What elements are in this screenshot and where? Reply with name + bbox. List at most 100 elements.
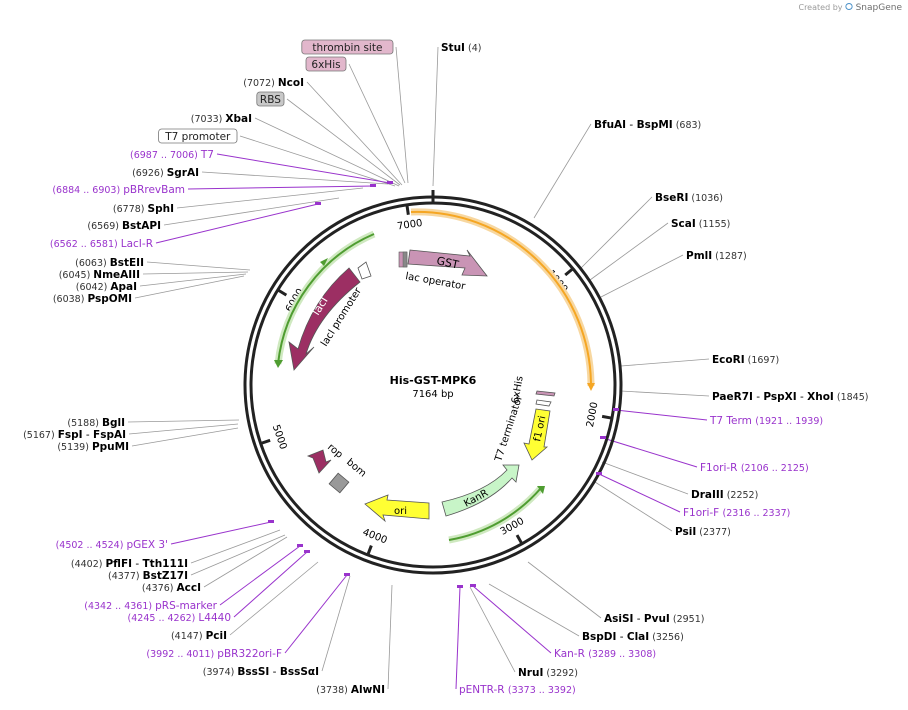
enzyme-label-sphi[interactable]: (6778) SphI — [113, 203, 174, 215]
svg-text:F1ori-F (2316 .. 2337): F1ori-F (2316 .. 2337) — [683, 507, 790, 519]
leader-line — [615, 409, 708, 421]
enzyme-label-xbai[interactable]: (7033) XbaI — [191, 113, 252, 125]
enzyme-label-pmli[interactable]: PmlI (1287) — [686, 250, 747, 262]
enzyme-label-paer7i[interactable]: PaeR7I - PspXI - XhoI (1845) — [712, 391, 868, 403]
feature-label-t7-promoter[interactable]: T7 promoter — [158, 128, 238, 144]
leader-line — [170, 521, 272, 545]
svg-text:(6987 .. 7006) T7: (6987 .. 7006) T7 — [130, 149, 214, 161]
leader-line — [229, 561, 319, 636]
leader-line — [216, 153, 391, 184]
enzyme-label-fspi[interactable]: (5167) FspI - FspAI — [23, 429, 126, 441]
leader-line — [600, 254, 684, 298]
svg-text:StuI (4): StuI (4) — [441, 42, 481, 54]
feature-label-6xhis[interactable]: 6xHis — [305, 56, 347, 72]
leader-line — [527, 561, 602, 619]
leader-line — [176, 187, 364, 209]
primer-label-f1ori-r[interactable]: F1ori-R (2106 .. 2125) — [700, 462, 809, 474]
enzyme-label-nmeaiii[interactable]: (6045) NmeAIII — [59, 269, 140, 281]
svg-text:pENTR-R (3373 .. 3392): pENTR-R (3373 .. 3392) — [459, 684, 576, 696]
primer-label-pbr322ori-f[interactable]: (3992 .. 4011) pBR322ori-F — [146, 648, 282, 660]
enzyme-label-alwni[interactable]: (3738) AlwNI — [316, 684, 385, 696]
enzyme-label-nrui[interactable]: NruI (3292) — [518, 667, 578, 679]
svg-text:(6926) SgrAI: (6926) SgrAI — [132, 167, 199, 179]
feature-label-box — [256, 91, 285, 107]
orf-orange-line — [410, 210, 592, 387]
enzyme-label-apai[interactable]: (6042) ApaI — [76, 281, 137, 293]
enzyme-label-bspdi[interactable]: BspDI - ClaI (3256) — [582, 631, 684, 643]
svg-text:T7 Term (1921 .. 1939): T7 Term (1921 .. 1939) — [709, 415, 823, 427]
svg-text:(3738) AlwNI: (3738) AlwNI — [316, 684, 385, 696]
ruler-tick-3000 — [515, 534, 524, 545]
enzyme-label-draiii[interactable]: DraIII (2252) — [691, 489, 758, 501]
primer-label-kan-r[interactable]: Kan-R (3289 .. 3308) — [554, 648, 656, 660]
leader-line — [155, 203, 319, 244]
primer-label-pentr-r[interactable]: pENTR-R (3373 .. 3392) — [459, 684, 576, 696]
svg-text:(4502 .. 4524) pGEX 3': (4502 .. 4524) pGEX 3' — [56, 539, 168, 551]
credit-brand: SnapGene — [855, 3, 902, 13]
primer-label-f1ori-f[interactable]: F1ori-F (2316 .. 2337) — [683, 507, 790, 519]
primer-site-mark — [596, 472, 602, 475]
ruler-tick-2000 — [601, 414, 613, 420]
svg-text:(6042) ApaI: (6042) ApaI — [76, 281, 137, 293]
leader-line — [580, 196, 653, 269]
leader-line — [163, 197, 340, 226]
primer-site-mark — [457, 585, 463, 588]
orf-green-bottom-line — [448, 487, 542, 541]
primer-label-pgex-3[interactable]: (4502 .. 4524) pGEX 3' — [56, 539, 168, 551]
leader-line — [146, 261, 251, 271]
enzyme-label-bseri[interactable]: BseRI (1036) — [655, 192, 723, 204]
feature-f1-ori-label: f1 ori — [532, 415, 548, 443]
enzyme-label-bstapi[interactable]: (6569) BstAPI — [87, 220, 161, 232]
feature-GST-arrow — [407, 249, 488, 277]
feature-GST-label: GST — [435, 254, 460, 271]
enzyme-label-acci[interactable]: (4376) AccI — [142, 582, 201, 594]
enzyme-label-pflfi[interactable]: (4402) PflFI - Tth111I — [71, 558, 188, 570]
feature-label-rbs[interactable]: RBS — [256, 91, 285, 107]
primer-site-mark — [315, 202, 321, 205]
leader-line — [395, 46, 409, 184]
orf-green-left-arrowhead — [274, 360, 283, 368]
enzyme-label-psii[interactable]: PsiI (2377) — [675, 526, 731, 538]
primer-label-t7[interactable]: (6987 .. 7006) T7 — [130, 149, 214, 161]
enzyme-label-stui[interactable]: StuI (4) — [441, 42, 481, 54]
enzyme-label-bsteii[interactable]: (6063) BstEII — [75, 257, 144, 269]
primer-label-laci-r[interactable]: (6562 .. 6581) LacI-R — [50, 238, 153, 250]
feature-label-thrombin-site[interactable]: thrombin site — [301, 39, 394, 55]
primer-site-mark — [297, 544, 303, 547]
enzyme-label-pcii[interactable]: (4147) PciI — [171, 630, 227, 642]
primer-site-mark — [304, 550, 310, 553]
enzyme-label-bgli[interactable]: (5188) BglI — [67, 417, 125, 429]
primer-label-pbrrevbam[interactable]: (6884 .. 6903) pBRrevBam — [52, 184, 185, 196]
enzyme-label-ecori[interactable]: EcoRI (1697) — [712, 354, 779, 366]
svg-text:(4376) AccI: (4376) AccI — [142, 582, 201, 594]
primer-site-mark — [387, 181, 393, 184]
feature-6xHis-inner-label: 6xHis — [510, 375, 526, 404]
primer-label-prs-marker[interactable]: (4342 .. 4361) pRS-marker — [84, 600, 217, 612]
orf-green-bottom-arrowhead — [537, 486, 545, 494]
enzyme-label-bfuai[interactable]: BfuAI - BspMI (683) — [594, 119, 701, 131]
primer-site-mark — [370, 184, 376, 187]
leader-line — [488, 583, 580, 637]
enzyme-label-sgrai[interactable]: (6926) SgrAI — [132, 167, 199, 179]
enzyme-label-bstz17i[interactable]: (4377) BstZ17I — [108, 570, 188, 582]
enzyme-label-scai[interactable]: ScaI (1155) — [671, 218, 730, 230]
enzyme-label-pspomi[interactable]: (6038) PspOMI — [53, 293, 132, 305]
enzyme-label-ncoi[interactable]: (7072) NcoI — [243, 77, 304, 89]
primer-site-mark — [268, 520, 274, 523]
enzyme-label-bsssi[interactable]: (3974) BssSI - BssSαI — [203, 666, 319, 678]
svg-text:F1ori-R (2106 .. 2125): F1ori-R (2106 .. 2125) — [700, 462, 809, 474]
svg-text:(4147) PciI: (4147) PciI — [171, 630, 227, 642]
ruler-tick-4000 — [366, 545, 373, 556]
enzyme-label-ppumi[interactable]: (5139) PpuMI — [57, 441, 129, 453]
primer-label-t7-term[interactable]: T7 Term (1921 .. 1939) — [709, 415, 823, 427]
leader-line — [284, 574, 348, 654]
ruler-tick-label-4000: 4000 — [361, 527, 389, 546]
primer-label-l4440[interactable]: (4245 .. 4262) L4440 — [128, 612, 231, 624]
leader-line — [128, 423, 239, 435]
feature-rop-arrow — [306, 449, 332, 474]
leader-line — [139, 273, 247, 287]
enzyme-label-asisi[interactable]: AsiSI - PvuI (2951) — [604, 613, 704, 625]
leader-line — [598, 473, 681, 513]
